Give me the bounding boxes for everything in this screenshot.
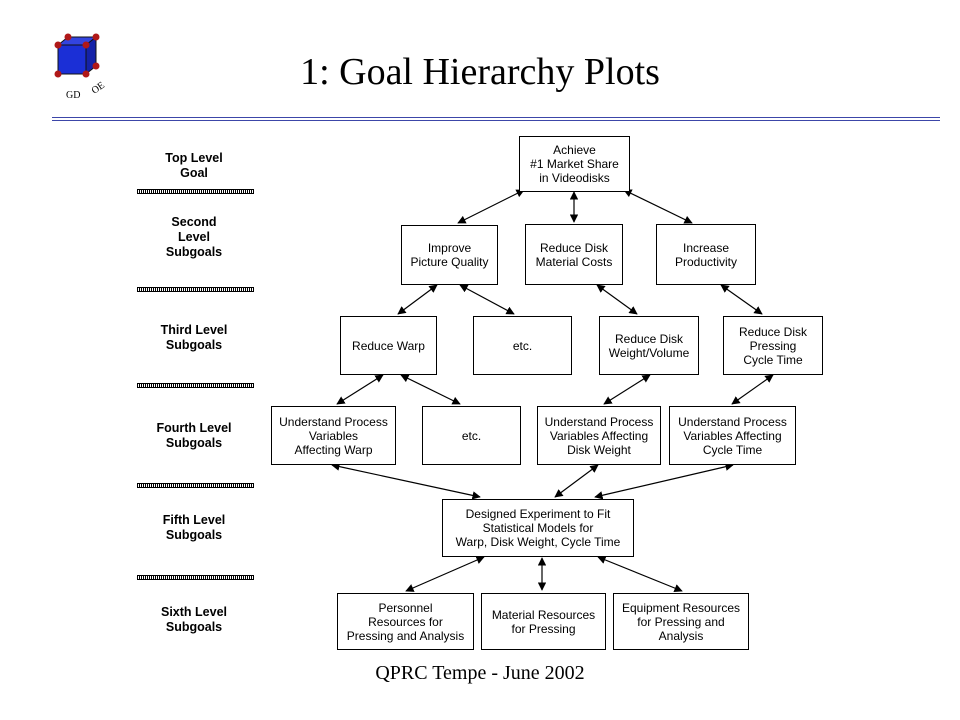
title-rule	[52, 117, 940, 118]
level-separator	[137, 483, 254, 488]
logo-gd-text: GD	[66, 90, 80, 101]
connector-arrow	[554, 464, 599, 498]
slide-title: 1: Goal Hierarchy Plots	[300, 51, 660, 93]
node-equipment-resources: Equipment Resources for Pressing and Ana…	[613, 593, 749, 650]
level-label-top: Top Level Goal	[165, 151, 223, 180]
connector-arrow	[400, 374, 461, 405]
level-separator	[137, 287, 254, 292]
connector-arrow	[596, 284, 638, 315]
cube-logo-icon: GD OE	[54, 33, 107, 101]
level-label-sixth: Sixth Level Subgoals	[161, 605, 227, 634]
title-rule-2	[52, 120, 940, 121]
node-understand-disk-weight: Understand Process Variables Affecting D…	[537, 406, 661, 465]
node-material-resources: Material Resources for Pressing	[481, 593, 606, 650]
node-etc-fourth-level: etc.	[422, 406, 521, 465]
node-reduce-warp: Reduce Warp	[340, 316, 437, 375]
node-reduce-disk-weight-volume: Reduce Disk Weight/Volume	[599, 316, 699, 375]
connector-arrow	[597, 555, 683, 593]
level-separator	[137, 383, 254, 388]
connector-arrow	[623, 189, 693, 224]
connector-arrow	[331, 462, 481, 500]
gd-oe-logo: GD OE	[44, 30, 124, 105]
node-designed-experiment: Designed Experiment to Fit Statistical M…	[442, 499, 634, 557]
level-label-fifth: Fifth Level Subgoals	[162, 513, 226, 542]
node-etc-third-level: etc.	[473, 316, 572, 375]
node-achieve-market-share: Achieve #1 Market Share in Videodisks	[519, 136, 630, 192]
level-separator	[137, 189, 254, 194]
node-reduce-disk-pressing-cycle-time: Reduce Disk Pressing Cycle Time	[723, 316, 823, 375]
connector-arrow	[603, 374, 651, 405]
level-separator	[137, 575, 254, 580]
level-label-third: Third Level Subgoals	[160, 323, 228, 352]
slide-footer: QPRC Tempe - June 2002	[375, 662, 585, 684]
node-personnel-resources: Personnel Resources for Pressing and Ana…	[337, 593, 474, 650]
node-reduce-disk-material-costs: Reduce Disk Material Costs	[525, 224, 623, 285]
connector-arrow	[459, 284, 515, 315]
level-label-second: Second Level Subgoals	[165, 215, 223, 259]
connector-arrow	[336, 374, 384, 405]
node-understand-warp: Understand Process Variables Affecting W…	[271, 406, 396, 465]
node-increase-productivity: Increase Productivity	[656, 224, 756, 285]
connector-arrow	[405, 556, 485, 592]
level-label-fourth: Fourth Level Subgoals	[156, 421, 232, 450]
node-understand-cycle-time: Understand Process Variables Affecting C…	[669, 406, 796, 465]
connector-arrow	[457, 189, 525, 224]
connector-arrow	[594, 462, 734, 500]
connector-arrow	[731, 374, 774, 405]
node-improve-picture-quality: Improve Picture Quality	[401, 225, 498, 285]
connector-arrow	[720, 284, 763, 315]
connector-arrow	[397, 284, 438, 315]
